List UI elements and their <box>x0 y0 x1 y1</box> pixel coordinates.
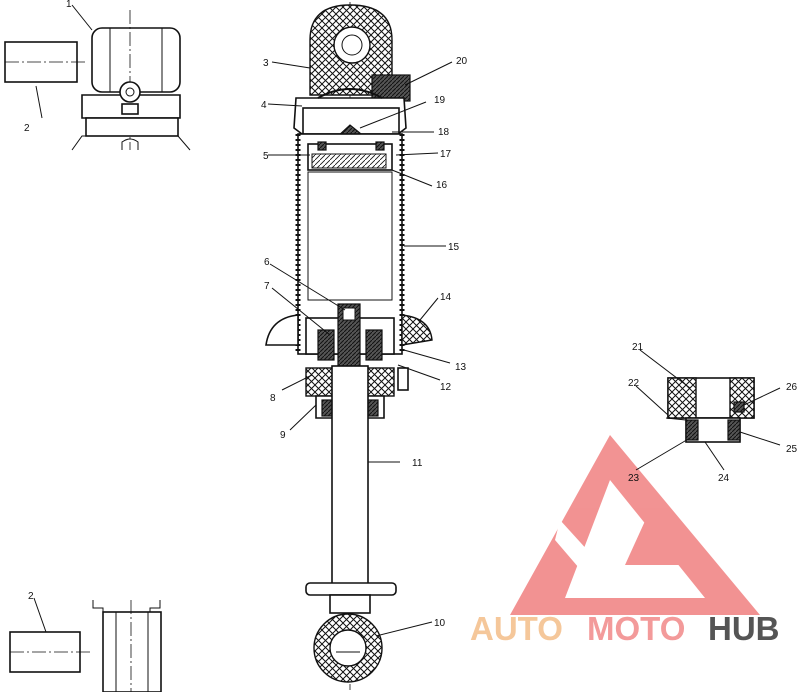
callout-15: 15 <box>448 242 460 253</box>
callout-5: 5 <box>263 151 269 162</box>
callout-6: 6 <box>264 257 270 268</box>
callout-22: 22 <box>628 378 640 389</box>
callout-24: 24 <box>718 473 730 484</box>
callout-4: 4 <box>261 100 267 111</box>
callout-26: 26 <box>786 382 798 393</box>
callout-7: 7 <box>264 281 270 292</box>
watermark-logo <box>510 435 760 615</box>
callout-3: 3 <box>263 58 269 69</box>
watermark-moto: MOTO <box>587 610 685 647</box>
callout-13: 13 <box>455 362 467 373</box>
callout-8: 8 <box>270 393 276 404</box>
leader-lines <box>33 4 781 637</box>
top-left-eye-detail <box>4 10 191 151</box>
callout-9: 9 <box>280 430 286 441</box>
callout-18: 18 <box>438 127 450 138</box>
callout-25: 25 <box>786 444 798 455</box>
callout-labels: 1 2 2 3 4 5 6 7 8 9 10 11 12 13 14 15 16… <box>24 0 798 629</box>
callout-23: 23 <box>628 473 640 484</box>
watermark-hub: HUB <box>708 610 780 647</box>
callout-19: 19 <box>434 95 446 106</box>
main-shock-absorber <box>265 2 433 690</box>
callout-17: 17 <box>440 149 452 160</box>
watermark-auto: AUTO <box>470 610 563 647</box>
callout-16: 16 <box>436 180 448 191</box>
right-valve-detail <box>665 377 755 443</box>
callout-1: 1 <box>66 0 72 10</box>
callout-2: 2 <box>24 123 30 134</box>
callout-2: 2 <box>28 591 34 602</box>
callout-11: 11 <box>412 458 423 469</box>
callout-21: 21 <box>632 342 644 353</box>
callout-10: 10 <box>434 618 446 629</box>
bottom-left-eye-detail <box>9 600 162 692</box>
watermark-text: AUTO MOTO HUB <box>470 610 780 647</box>
callout-14: 14 <box>440 292 452 303</box>
callout-12: 12 <box>440 382 452 393</box>
callout-20: 20 <box>456 56 468 67</box>
